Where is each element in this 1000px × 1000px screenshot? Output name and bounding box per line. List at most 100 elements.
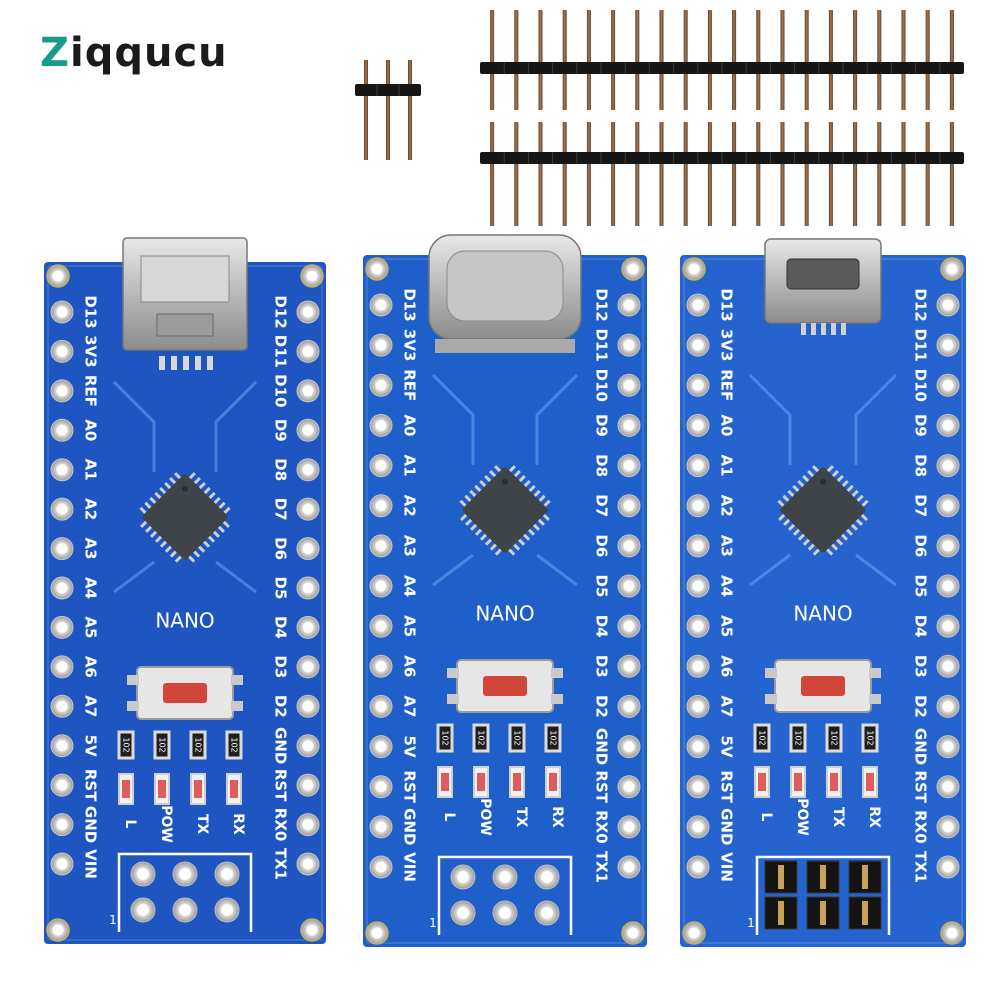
header-pin <box>901 10 906 110</box>
resistor-marking: 102 <box>830 730 839 745</box>
pin-pad <box>296 576 320 600</box>
pin-label-left: GND <box>82 806 100 843</box>
led-label: TX <box>830 807 846 828</box>
chip-lead <box>164 481 172 490</box>
chip-lead <box>489 470 497 478</box>
chip-lead <box>537 494 546 503</box>
pin-pad <box>369 694 393 718</box>
chip-lead <box>484 474 492 483</box>
smd-resistor <box>189 730 207 760</box>
pin-label-right: D2 <box>593 695 611 718</box>
chip-lead <box>212 530 221 538</box>
pin-label-right: D8 <box>272 458 290 481</box>
pin-pad <box>617 775 641 799</box>
led-label: TX <box>513 807 529 828</box>
pin-pad <box>936 654 960 678</box>
pin-pad <box>617 694 641 718</box>
pin-label-left: A1 <box>401 455 419 477</box>
pin-pad <box>369 654 393 678</box>
pin-pad <box>50 458 74 482</box>
header-plastic <box>355 84 421 96</box>
chip-lead <box>145 525 153 533</box>
pin-pad <box>50 655 74 679</box>
pin-pad <box>686 574 710 598</box>
pin-pad <box>936 574 960 598</box>
header-pin <box>756 122 761 226</box>
chip-lead <box>855 518 863 526</box>
pin-pad <box>936 614 960 638</box>
chip-lead <box>174 472 182 480</box>
resistor-marking: 102 <box>866 730 875 745</box>
led-lens <box>758 773 766 791</box>
chip-lead <box>494 465 502 473</box>
chip-lead <box>517 537 526 546</box>
connector-opening <box>786 258 860 290</box>
chip-lead <box>532 523 541 531</box>
chip-body <box>462 467 548 553</box>
pin-label-right: TX1 <box>272 848 290 880</box>
chip-lead <box>187 554 196 563</box>
connector-latch <box>156 313 214 337</box>
mounting-hole <box>300 264 324 288</box>
header-pin <box>925 10 930 110</box>
header-pin <box>490 122 495 226</box>
smd-resistor <box>117 730 135 760</box>
led-label: POW <box>477 798 493 836</box>
icsp-pad <box>130 861 156 887</box>
header-pin <box>901 122 906 226</box>
chip-lead <box>831 470 839 478</box>
chip-lead <box>207 491 216 500</box>
chip-lead <box>777 499 786 508</box>
chip-lead <box>782 494 791 503</box>
header-pin <box>877 10 882 110</box>
pin-label-right: D10 <box>272 374 290 407</box>
chip-lead <box>787 489 796 498</box>
pin-label-left: VIN <box>401 852 419 882</box>
pin-pad <box>50 852 74 876</box>
header-pin <box>707 10 712 110</box>
pin-pad <box>686 454 710 478</box>
pin-label-left: GND <box>401 808 419 845</box>
header-pin <box>707 122 712 226</box>
header-pin <box>804 122 809 226</box>
pin-label-right: GND <box>272 727 290 764</box>
chip-lead <box>217 525 225 533</box>
resistor-marking: 102 <box>549 730 558 745</box>
pin-label-left: 5V <box>82 735 100 757</box>
pin-label-right: D4 <box>272 616 290 639</box>
pin-label-right: D6 <box>593 534 611 557</box>
pin-label-right: D5 <box>272 577 290 600</box>
pin-label-right: D7 <box>593 494 611 517</box>
resistor-marking: 102 <box>122 737 131 752</box>
pin-pad <box>50 615 74 639</box>
chip-lead <box>792 528 801 536</box>
header-pin <box>949 10 954 110</box>
pin-pad <box>296 379 320 403</box>
icsp-pad <box>214 897 240 923</box>
header-pin <box>780 122 785 226</box>
button-lead <box>551 668 563 678</box>
header-pin <box>949 122 954 226</box>
led-lens <box>230 780 238 798</box>
resistor-marking: 102 <box>758 730 767 745</box>
chip-lead <box>802 537 811 546</box>
led-label: L <box>441 813 457 822</box>
pin-pad <box>686 293 710 317</box>
icsp-header-pin <box>862 901 868 925</box>
pin-label-left: D13 <box>718 288 736 321</box>
pin-pad <box>686 735 710 759</box>
mounting-hole <box>621 257 645 281</box>
button-lead <box>231 701 243 711</box>
pin-label-left: A3 <box>82 538 100 560</box>
chip-lead <box>836 474 844 483</box>
chip-lead <box>845 484 854 493</box>
short-pin-header <box>355 60 421 160</box>
led-lens <box>158 780 166 798</box>
led-lens <box>549 773 557 791</box>
header-pin <box>386 60 390 160</box>
led-lens <box>866 773 874 791</box>
pin-label-right: D5 <box>593 575 611 598</box>
chip-lead <box>198 481 206 490</box>
pin-label-right: GND <box>912 728 930 765</box>
smd-resistor <box>508 723 526 753</box>
